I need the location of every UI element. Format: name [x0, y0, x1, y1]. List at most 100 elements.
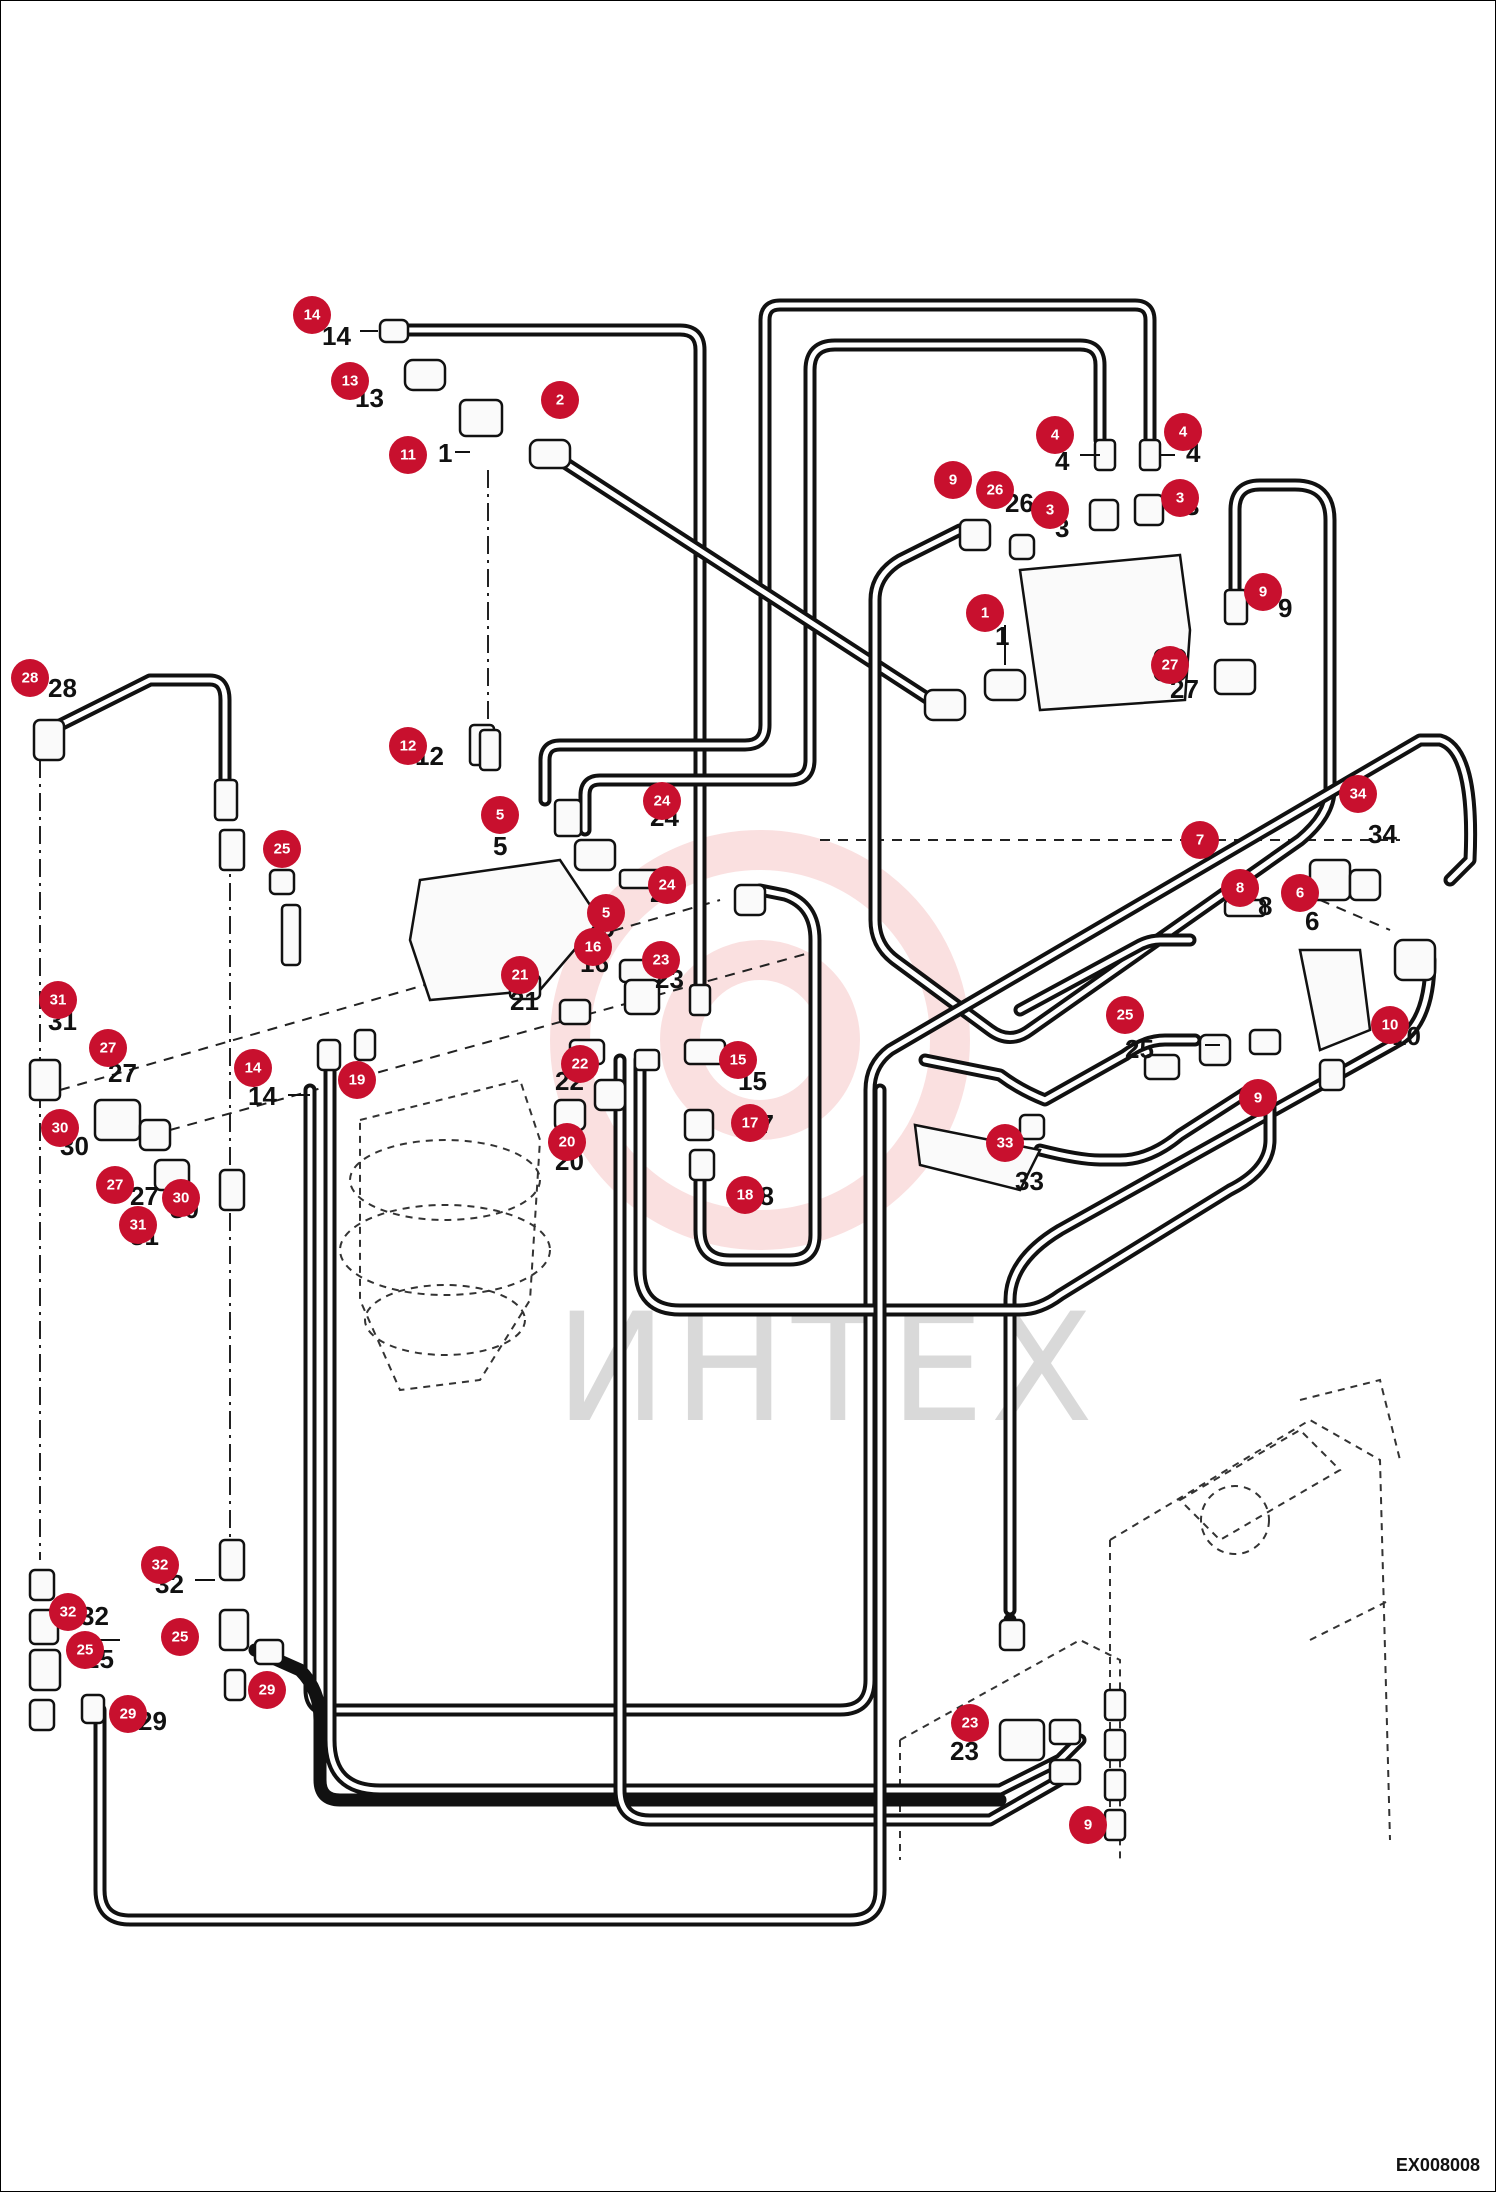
svg-text:4: 4 [1179, 424, 1188, 441]
callout[interactable]: 20 [548, 1123, 586, 1161]
svg-text:25: 25 [1117, 1007, 1134, 1024]
part-number: 25 [1125, 1034, 1154, 1064]
svg-text:13: 13 [342, 373, 359, 390]
svg-text:33: 33 [997, 1135, 1014, 1152]
callout[interactable]: 31 [119, 1206, 157, 1244]
callout[interactable]: 9 [1239, 1079, 1277, 1117]
callout[interactable]: 19 [338, 1061, 376, 1099]
part-number: 1 [995, 621, 1009, 651]
callout[interactable]: 9 [1069, 1806, 1107, 1844]
svg-text:24: 24 [654, 793, 671, 810]
part-number: 33 [1015, 1166, 1044, 1196]
callout[interactable]: 28 [11, 659, 49, 697]
callout[interactable]: 25 [263, 830, 301, 868]
callout[interactable]: 12 [389, 727, 427, 765]
callout[interactable]: 18 [726, 1176, 764, 1214]
callout[interactable]: 5 [481, 796, 519, 834]
svg-text:24: 24 [659, 877, 676, 894]
fittings [28, 318, 1437, 1842]
svg-text:30: 30 [173, 1190, 190, 1207]
callout[interactable]: 32 [49, 1593, 87, 1631]
swing-motor-outline [339, 1078, 551, 1392]
callout[interactable]: 10 [1371, 1006, 1409, 1044]
callout[interactable]: 25 [1106, 996, 1144, 1034]
callout[interactable]: 30 [41, 1109, 79, 1147]
svg-text:34: 34 [1350, 786, 1367, 803]
svg-text:25: 25 [172, 1629, 189, 1646]
callout[interactable]: 27 [89, 1029, 127, 1067]
callout[interactable]: 24 [643, 782, 681, 820]
callout[interactable]: 22 [561, 1045, 599, 1083]
svg-text:11: 11 [400, 447, 416, 464]
svg-text:15: 15 [730, 1052, 747, 1069]
callout[interactable]: 24 [648, 866, 686, 904]
callout[interactable]: 3 [1161, 479, 1199, 517]
svg-text:27: 27 [1162, 657, 1179, 674]
callout[interactable]: 4 [1036, 416, 1074, 454]
svg-text:20: 20 [559, 1134, 576, 1151]
svg-text:25: 25 [77, 1642, 94, 1659]
svg-text:23: 23 [962, 1715, 979, 1732]
callout[interactable]: 13 [331, 362, 369, 400]
callouts: 14 13 11 2 4 4 9 26 3 3 1 9 27 28 12 25 … [11, 296, 1409, 1844]
part-number: 5 [493, 831, 507, 861]
svg-text:7: 7 [1196, 832, 1204, 849]
callout[interactable]: 6 [1281, 874, 1319, 912]
callout[interactable]: 34 [1339, 775, 1377, 813]
callout[interactable]: 30 [162, 1179, 200, 1217]
svg-text:3: 3 [1176, 490, 1184, 507]
callout[interactable]: 25 [66, 1631, 104, 1669]
part-number: 8 [1258, 891, 1272, 921]
callout[interactable]: 5 [587, 894, 625, 932]
callout[interactable]: 23 [951, 1704, 989, 1742]
hoses [43, 298, 1478, 1927]
callout[interactable]: 26 [976, 471, 1014, 509]
callout[interactable]: 8 [1221, 869, 1259, 907]
callout[interactable]: 17 [731, 1104, 769, 1142]
callout[interactable]: 14 [234, 1049, 272, 1087]
svg-text:29: 29 [120, 1706, 137, 1723]
callout[interactable]: 27 [96, 1166, 134, 1204]
svg-text:9: 9 [1259, 584, 1267, 601]
svg-text:14: 14 [304, 307, 321, 324]
svg-text:32: 32 [60, 1604, 77, 1621]
callout[interactable]: 1 [966, 594, 1004, 632]
svg-text:4: 4 [1051, 427, 1060, 444]
svg-text:9: 9 [1254, 1090, 1262, 1107]
callout[interactable]: 2 [541, 381, 579, 419]
callout[interactable]: 25 [161, 1618, 199, 1656]
callout[interactable]: 9 [934, 461, 972, 499]
svg-text:32: 32 [152, 1557, 169, 1574]
callout[interactable]: 14 [293, 296, 331, 334]
callout[interactable]: 31 [39, 981, 77, 1019]
callout[interactable]: 33 [986, 1124, 1024, 1162]
callout[interactable]: 7 [1181, 821, 1219, 859]
callout[interactable]: 3 [1031, 491, 1069, 529]
svg-text:9: 9 [1084, 1817, 1092, 1834]
callout[interactable]: 32 [141, 1546, 179, 1584]
svg-text:17: 17 [742, 1115, 759, 1132]
svg-text:10: 10 [1382, 1017, 1399, 1034]
svg-text:21: 21 [512, 967, 529, 984]
callout[interactable]: 27 [1151, 646, 1189, 684]
part-number: 28 [48, 673, 77, 703]
callout[interactable]: 23 [642, 941, 680, 979]
svg-text:5: 5 [496, 807, 504, 824]
part-number: 9 [1278, 593, 1292, 623]
part-number: 27 [130, 1181, 159, 1211]
svg-text:2: 2 [556, 392, 564, 409]
svg-text:6: 6 [1296, 885, 1304, 902]
callout[interactable]: 4 [1164, 413, 1202, 451]
callout[interactable]: 29 [109, 1695, 147, 1733]
svg-text:23: 23 [653, 952, 670, 969]
callout[interactable]: 16 [574, 928, 612, 966]
callout[interactable]: 15 [719, 1041, 757, 1079]
callout[interactable]: 9 [1244, 573, 1282, 611]
callout[interactable]: 29 [248, 1671, 286, 1709]
callout[interactable]: 21 [501, 956, 539, 994]
callout[interactable]: 11 [389, 436, 427, 474]
svg-text:3: 3 [1046, 502, 1054, 519]
svg-text:31: 31 [130, 1217, 147, 1234]
